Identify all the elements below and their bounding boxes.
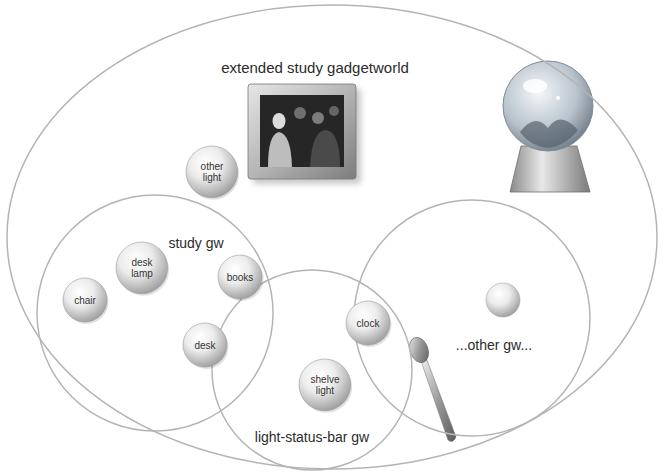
photo-figure — [294, 107, 306, 119]
gadget-ball: desk lamp — [116, 242, 168, 294]
gadget-ball: chair — [63, 278, 107, 322]
gadget-ball-shape — [186, 146, 238, 198]
photo-frame — [248, 84, 361, 184]
gadget-ball: books — [218, 255, 262, 299]
photo — [260, 95, 344, 167]
node-label: extended study gadgetworld — [221, 60, 409, 77]
node-label: study gw — [168, 236, 223, 251]
gadget-ball-shape — [183, 323, 227, 367]
node-label: clock — [357, 318, 380, 329]
photo-figure — [273, 113, 286, 129]
node-label: shelve light — [305, 374, 345, 396]
gadget-ball: shelve light — [299, 359, 351, 411]
gadget-ball-shape — [116, 242, 168, 294]
gadget-ball: desk — [183, 323, 227, 367]
globe-glass — [503, 61, 593, 151]
plain-sphere — [486, 283, 520, 317]
spoon-handle — [421, 360, 456, 441]
photo-figure — [329, 106, 339, 116]
node-label: light-status-bar gw — [255, 430, 369, 445]
node-label: ...other gw... — [456, 338, 532, 353]
node-label: desk lamp — [122, 257, 162, 279]
globe-highlight — [523, 79, 547, 93]
gadgetworld-outline — [7, 5, 657, 469]
globe-scene — [520, 119, 578, 148]
gadget-ball-shape — [218, 255, 262, 299]
gadget-ball: clock — [346, 301, 390, 345]
node-label: desk — [194, 340, 215, 351]
gadgetworld-ellipse: extended study gadgetworld other light stu… — [7, 5, 657, 469]
node-label: books — [227, 272, 254, 283]
gadgetworld-circle: study gw desk lamp chair books desk — [37, 195, 273, 431]
node-label: other light — [192, 161, 232, 183]
photo-figure — [268, 132, 292, 167]
gadget-ball: other light — [186, 146, 238, 198]
gadget-ball-shape — [299, 359, 351, 411]
node-label: chair — [74, 295, 96, 306]
photo-figure — [310, 130, 340, 167]
spoon — [406, 335, 456, 442]
gadget-ball-shape — [346, 301, 390, 345]
snow-globe — [503, 61, 593, 192]
frame-border — [248, 84, 356, 179]
globe-base — [510, 146, 590, 192]
gadgetworld-outline — [212, 270, 412, 470]
photo-figure — [312, 112, 324, 124]
gadgetworld-outline — [354, 200, 590, 436]
gadgetworld-outline — [37, 195, 273, 431]
gadget-ball-shape — [63, 278, 107, 322]
globe-sparkle — [556, 96, 560, 100]
